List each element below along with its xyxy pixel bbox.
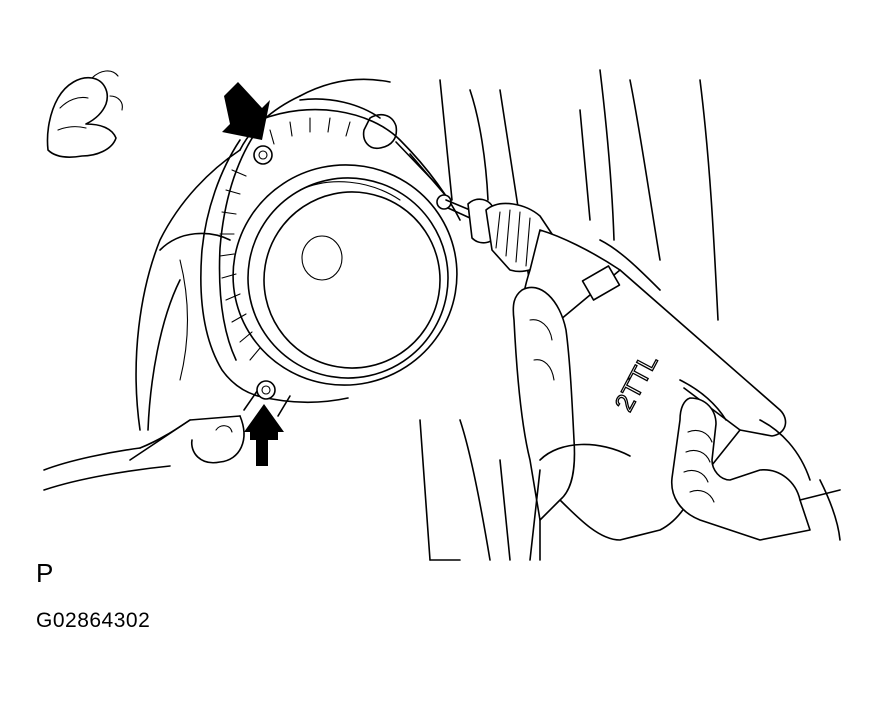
right-hand	[671, 397, 841, 541]
left-hand-clip	[46, 70, 123, 158]
top-screw	[253, 145, 273, 165]
bottom-screw	[256, 380, 276, 400]
left-hand	[512, 286, 631, 561]
arrow-pointing-screw-icon	[244, 404, 284, 466]
figure-id-label: G02864302	[36, 609, 151, 632]
view-code-label: P	[36, 558, 54, 588]
power-drill: 2TTL	[445, 198, 787, 541]
door-panel	[43, 69, 841, 561]
speaker	[232, 164, 458, 386]
speaker-bracket	[200, 98, 461, 417]
arrow-pointing-screw-icon	[222, 82, 270, 140]
